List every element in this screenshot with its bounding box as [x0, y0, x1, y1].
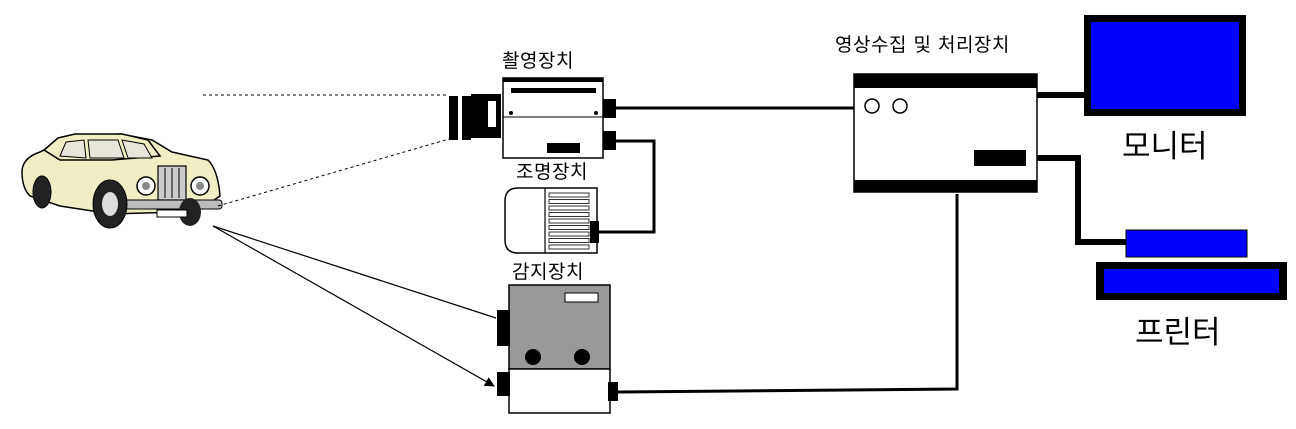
lighting-slat	[548, 244, 590, 250]
sensor-device	[497, 284, 618, 414]
lighting-slat	[548, 238, 590, 243]
lighting-port	[590, 221, 599, 243]
sensor-emitter	[497, 310, 510, 346]
lighting-slat	[548, 205, 590, 211]
printer-device	[1096, 229, 1287, 300]
camera-port-1	[603, 99, 616, 118]
lighting-slat	[548, 192, 590, 198]
sensor-receiver	[497, 372, 510, 396]
wire-sensor-processor	[617, 194, 959, 394]
camera-lens	[471, 94, 501, 138]
printer-label: 프린터	[1135, 315, 1221, 351]
car	[21, 133, 223, 229]
wire-camera-lighting	[599, 139, 656, 234]
sensor-label: 감지장치	[512, 261, 584, 283]
sensor-beam-line	[212, 225, 497, 319]
camera-device	[449, 77, 616, 159]
monitor-label: 모니터	[1122, 129, 1208, 165]
printer-paper	[1125, 229, 1248, 258]
lighting-label: 조명장치	[516, 161, 588, 183]
lighting-slat	[548, 225, 590, 230]
monitor-device	[1084, 15, 1246, 116]
connections	[599, 92, 1126, 394]
processor-label: 영상수집 및 처리장치	[835, 34, 1010, 56]
lighting-slat	[548, 231, 590, 237]
camera-label: 촬영장치	[502, 50, 574, 72]
processor-device	[853, 73, 1038, 193]
monitor-screen	[1091, 22, 1239, 109]
sensor-port	[608, 382, 618, 401]
printer-body	[1104, 269, 1279, 293]
lighting-device	[504, 187, 599, 254]
lighting-slat	[548, 199, 590, 204]
lighting-slat	[548, 212, 590, 217]
lighting-slat	[548, 218, 590, 224]
wire-processor-printer	[1037, 155, 1126, 245]
camera-port-2	[603, 131, 616, 150]
camera-view-line-lower	[217, 138, 450, 207]
sensor-beam-arrow	[212, 225, 495, 387]
